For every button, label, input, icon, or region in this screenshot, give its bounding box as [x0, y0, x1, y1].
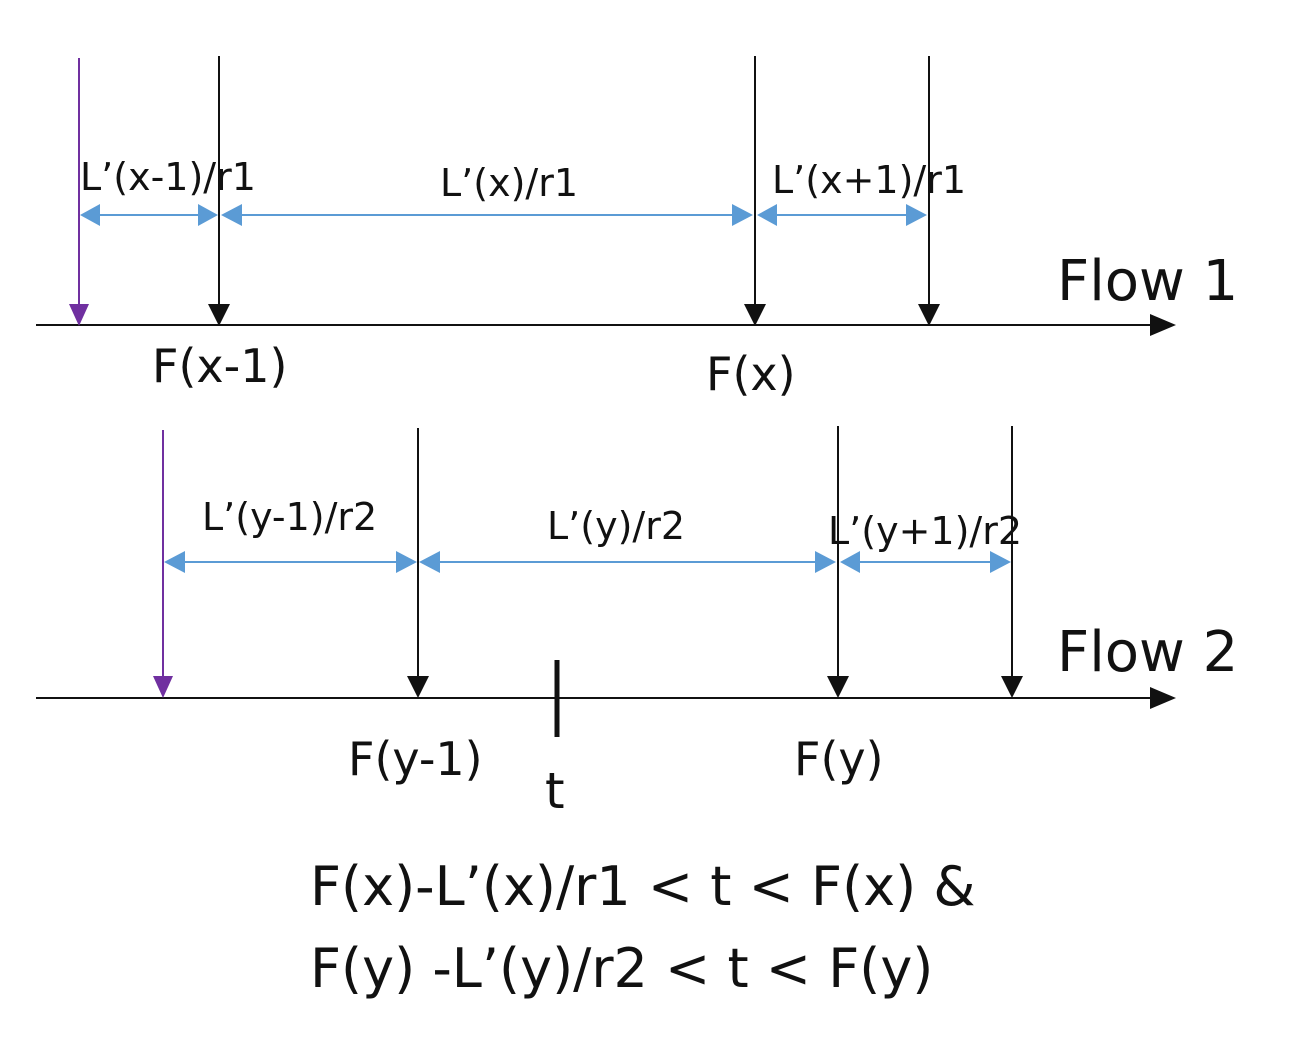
flow2-interval-arrow-3: [840, 551, 1011, 573]
flow2-interval-label-3: L’(y+1)/r2: [828, 509, 1022, 553]
flow2-packet-arrowhead-y-plus-1: [1001, 676, 1023, 698]
flow2-interval-label-2: L’(y)/r2: [547, 504, 685, 548]
flow1-interval-arrow-2: [221, 204, 753, 226]
flow1-event-label-x-minus-1: F(x-1): [152, 339, 287, 393]
flow2-interval-label-1: L’(y-1)/r2: [202, 495, 377, 539]
flow2-packet-arrowhead-y-minus-1: [407, 676, 429, 698]
flow1-title: Flow 1: [1057, 249, 1238, 314]
flow2-packet-arrowhead-y: [827, 676, 849, 698]
formula-line-1: F(x)-L’(x)/r1 < t < F(x) &: [310, 855, 975, 918]
flow1-timeline-arrowhead: [1150, 314, 1176, 336]
flow1-interval-label-2: L’(x)/r1: [440, 161, 578, 205]
flow1-interval-label-1: L’(x-1)/r1: [80, 155, 256, 199]
formula-line-2: F(y) -L’(y)/r2 < t < F(y): [310, 937, 933, 1000]
flow1-packet-arrowhead-x-minus-1: [208, 304, 230, 326]
flow2-title: Flow 2: [1057, 620, 1238, 685]
flow2-timeline-arrowhead: [1150, 687, 1176, 709]
flow1-interval-label-3: L’(x+1)/r1: [772, 158, 966, 202]
flow2-prior-packet-arrowhead: [153, 676, 173, 698]
flow1-packet-arrowhead-x: [744, 304, 766, 326]
condition-formula: F(x)-L’(x)/r1 < t < F(x) & F(y) -L’(y)/r…: [310, 855, 975, 1000]
flow2-interval-arrow-1: [164, 551, 417, 573]
flow2-event-label-y: F(y): [794, 732, 884, 786]
flow1-group: L’(x-1)/r1 L’(x)/r1 L’(x+1)/r1 Flow 1 F(…: [36, 56, 1238, 401]
flow1-interval-arrow-3: [757, 204, 927, 226]
flow1-packet-arrowhead-x-plus-1: [918, 304, 940, 326]
flow2-interval-arrow-2: [419, 551, 836, 573]
flow2-event-label-y-minus-1: F(y-1): [348, 732, 483, 786]
flow1-interval-arrow-1: [80, 204, 218, 226]
flow1-event-label-x: F(x): [706, 347, 796, 401]
flow2-group: L’(y-1)/r2 L’(y)/r2 L’(y+1)/r2 Flow 2 F(…: [36, 426, 1238, 820]
time-marker-label: t: [545, 762, 565, 820]
flow1-prior-packet-arrowhead: [69, 304, 89, 326]
